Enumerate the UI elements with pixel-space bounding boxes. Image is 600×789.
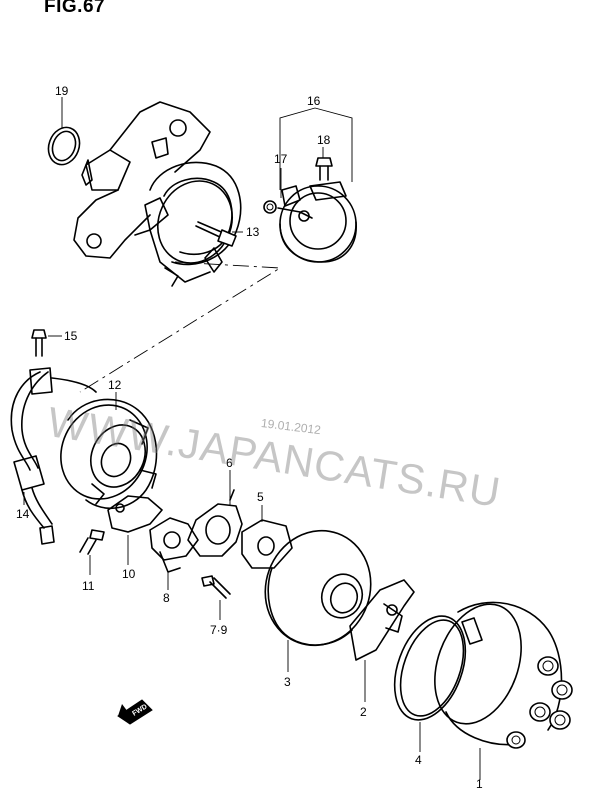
callout-1: 1 [476, 777, 483, 789]
callout-3: 3 [284, 675, 291, 689]
callout-14: 14 [16, 507, 30, 521]
callout-18: 18 [317, 133, 331, 147]
callout-17: 17 [274, 152, 288, 166]
figure-title: FIG.67 [44, 0, 106, 17]
advance-plate-6 [187, 489, 243, 557]
clip-17 [263, 200, 277, 214]
vacuum-advance-16 [277, 181, 357, 263]
callout-19: 19 [55, 84, 69, 98]
o-ring-4 [393, 615, 467, 721]
callout-4: 4 [415, 753, 422, 767]
callout-12: 12 [108, 378, 122, 392]
bolt-13 [195, 221, 237, 247]
callout-15: 15 [64, 329, 78, 343]
cam-5 [241, 519, 293, 569]
screw-18 [315, 157, 333, 181]
o-ring-19 [47, 126, 81, 166]
callout-10: 10 [122, 567, 136, 581]
callout-16: 16 [307, 94, 321, 108]
callout-7-9: 7·9 [210, 623, 228, 637]
distributor-housing [73, 101, 242, 287]
rotor-2 [349, 579, 415, 661]
callout-6: 6 [226, 456, 233, 470]
callout-labels: 19 16 18 17 13 15 12 14 11 10 8 6 5 7·9 … [16, 84, 483, 789]
pickup-plate-12 [60, 398, 158, 509]
bracket-10 [107, 495, 163, 533]
screw-15 [31, 329, 47, 357]
callout-13: 13 [246, 225, 260, 239]
callout-5: 5 [257, 490, 264, 504]
callout-8: 8 [163, 591, 170, 605]
screw-11 [79, 529, 105, 555]
distributor-cap-1 [434, 601, 573, 749]
screw-7-9 [201, 575, 231, 599]
cap-terminal-towers [506, 656, 573, 749]
front-direction-arrow: FWD [117, 699, 153, 725]
wire-harness-14 [10, 367, 97, 545]
leader-lines [23, 97, 481, 780]
callout-2: 2 [360, 705, 367, 719]
callout-11: 11 [82, 579, 95, 593]
assembly-lines [79, 261, 282, 393]
